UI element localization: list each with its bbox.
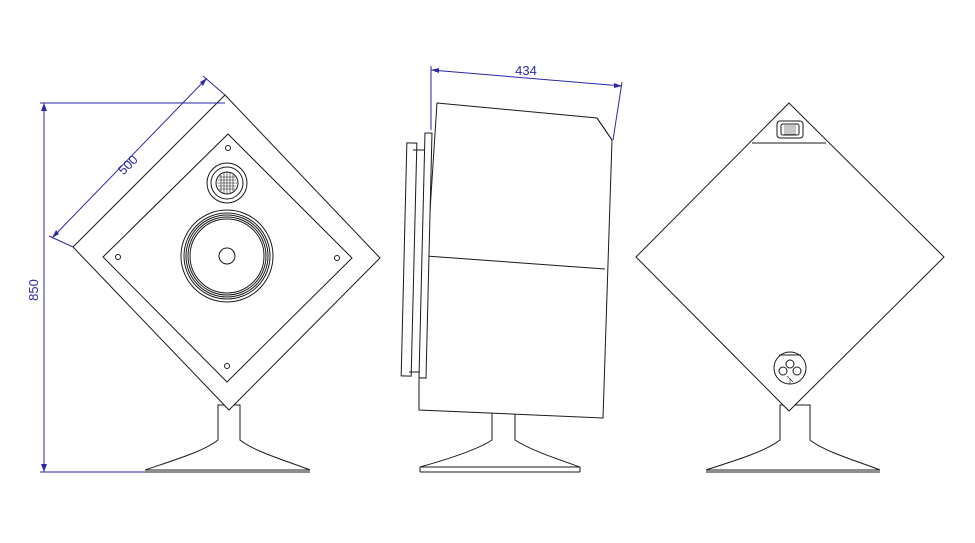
- rear-terminal: [773, 351, 807, 385]
- rear-stand-base: [705, 404, 881, 471]
- screw: [334, 255, 340, 261]
- side-view: 434: [400, 63, 623, 473]
- screw: [115, 254, 121, 260]
- screw: [224, 363, 230, 369]
- rear-view: [635, 102, 945, 473]
- rear-port: [776, 120, 804, 139]
- side-cabinet: [418, 102, 613, 419]
- dimension-width-label: 500: [115, 152, 141, 178]
- screw: [225, 145, 231, 151]
- front-stand-base: [144, 404, 311, 471]
- dimension-depth-label: 434: [515, 63, 537, 78]
- front-baffle: [102, 133, 353, 383]
- dimension-height-label: 850: [26, 279, 41, 301]
- front-cabinet-outline: [72, 94, 381, 411]
- dimension-height: 850: [26, 102, 225, 473]
- tweeter: [206, 162, 248, 204]
- side-grille-panel: [400, 142, 418, 377]
- dimension-depth: 434: [430, 63, 623, 141]
- front-view: 500 850: [26, 75, 381, 473]
- rear-cabinet-outline: [635, 102, 945, 412]
- woofer: [180, 209, 274, 303]
